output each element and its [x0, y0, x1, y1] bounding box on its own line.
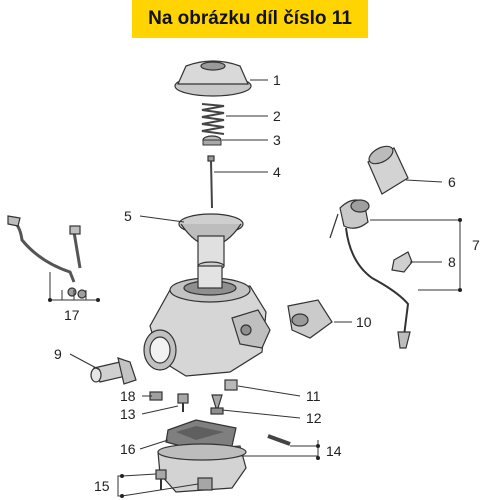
part-jet: [224, 379, 238, 391]
part-hoses: [7, 215, 87, 299]
callout-16: 16: [120, 441, 136, 457]
part-float-bowl: [157, 443, 247, 493]
part-screws-left: [149, 391, 189, 412]
part-float-needle: [210, 394, 224, 415]
part-diaphragm-slide: [178, 213, 244, 271]
callout-13: 13: [120, 406, 136, 422]
callout-18: 18: [120, 388, 136, 404]
part-float-pin: [267, 434, 291, 446]
callout-5: 5: [124, 208, 132, 224]
callout-17: 17: [64, 307, 80, 323]
callout-2: 2: [273, 108, 281, 124]
part-choke-cable: [329, 199, 411, 349]
title-banner: Na obrázku díl číslo 11: [132, 0, 368, 38]
callout-4: 4: [273, 164, 281, 180]
part-carburetor-body: [143, 265, 271, 377]
part-needle: [207, 155, 215, 209]
part-washer: [202, 135, 222, 146]
title-text: Na obrázku díl číslo 11: [148, 8, 352, 29]
part-throttle-body: [287, 299, 333, 339]
bracket-dots: [48, 218, 462, 498]
callout-6: 6: [448, 174, 456, 190]
callout-11: 11: [306, 388, 321, 404]
part-spring: [201, 103, 225, 135]
callout-9: 9: [54, 346, 62, 362]
part-screws-bottom: [155, 469, 167, 490]
part-elbow-fitting: [90, 357, 137, 385]
callout-8: 8: [448, 254, 456, 270]
callout-15: 15: [94, 478, 110, 494]
part-boot: [367, 145, 409, 195]
callout-1: 1: [273, 72, 281, 88]
part-float: [165, 419, 237, 451]
callout-14: 14: [326, 443, 342, 459]
callout-12: 12: [306, 410, 322, 426]
callout-7: 7: [472, 237, 480, 253]
part-cap: [174, 60, 252, 97]
part-clip: [391, 251, 413, 273]
leader-lines: [49, 79, 461, 497]
callout-3: 3: [273, 132, 281, 148]
callout-10: 10: [356, 314, 372, 330]
